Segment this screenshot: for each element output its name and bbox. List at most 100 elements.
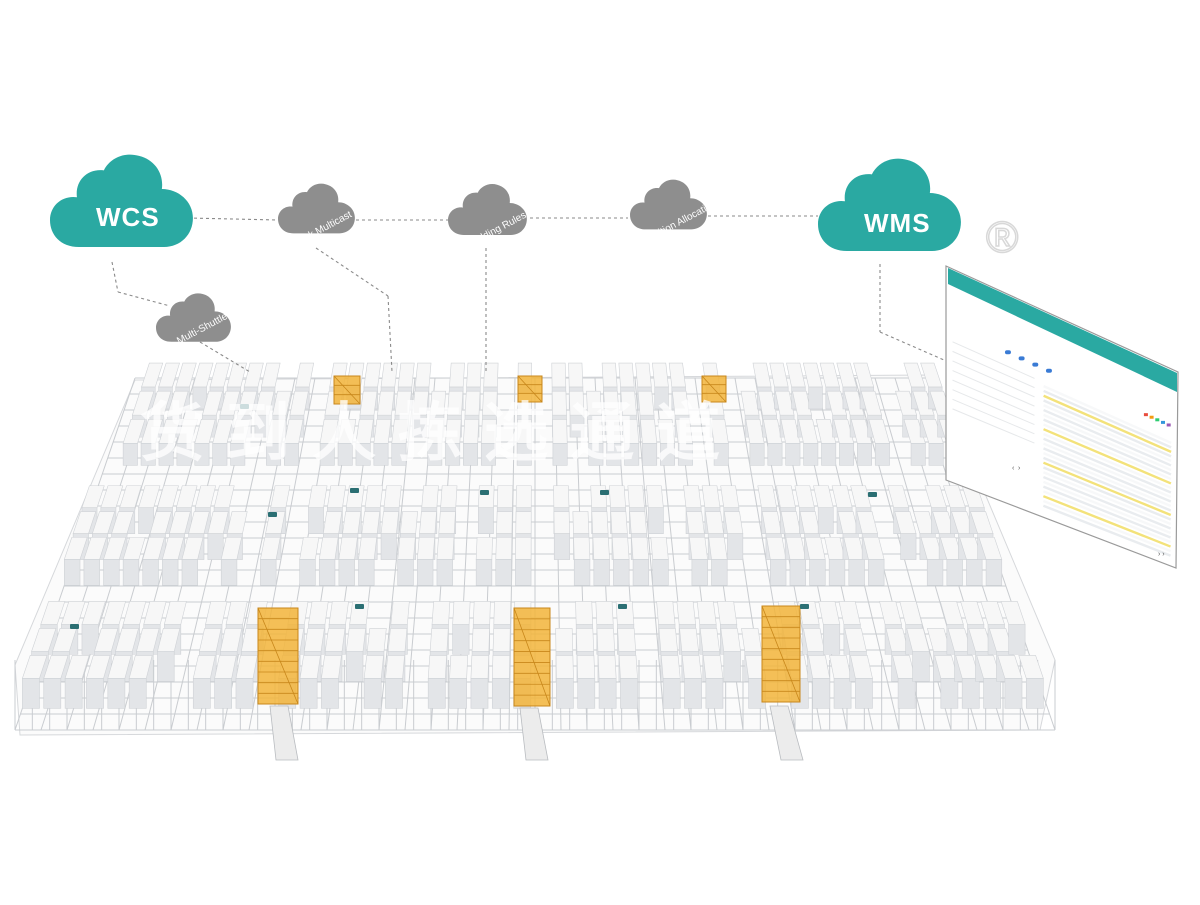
tote-front — [556, 678, 574, 709]
tote-top — [475, 537, 493, 560]
tote-top — [427, 655, 447, 679]
tote-top — [226, 362, 247, 388]
tote-top — [595, 601, 614, 625]
screen-table-row — [1043, 404, 1172, 463]
tote-top — [780, 419, 801, 444]
tote-top — [976, 655, 1002, 679]
tote-top — [551, 362, 567, 388]
tote-top — [627, 485, 645, 509]
tote-front — [833, 678, 852, 709]
tote-top — [686, 511, 705, 534]
tote-front — [598, 678, 617, 709]
tote-top — [906, 628, 930, 652]
tote-front — [839, 442, 855, 466]
tote-top — [515, 511, 532, 534]
tote-top — [491, 655, 511, 679]
tote-top — [808, 655, 831, 679]
link-wms-screen-b — [879, 331, 945, 361]
tote-front — [449, 678, 467, 709]
tote-front — [577, 678, 596, 709]
screen-form-row — [952, 408, 1035, 444]
tote-top — [675, 419, 693, 444]
tote-top — [429, 628, 449, 652]
tote-top — [122, 601, 147, 625]
shuttle-robot — [268, 512, 277, 517]
tote-top — [212, 419, 234, 444]
tote-front — [817, 507, 834, 535]
screen-table-row — [1043, 394, 1172, 453]
tote-front — [620, 678, 638, 709]
tote-top — [175, 485, 198, 509]
tote-top — [158, 419, 181, 444]
tote-top — [723, 511, 744, 534]
tote-top — [220, 537, 243, 560]
tote-top — [885, 628, 909, 652]
tote-top — [86, 655, 111, 679]
tote-top — [495, 537, 513, 560]
tote-top — [43, 655, 69, 679]
tote-top — [328, 601, 349, 625]
tote-top — [103, 537, 127, 560]
screen-table-row — [1043, 418, 1172, 476]
screen-status-chip — [1149, 415, 1154, 419]
tote-top — [363, 362, 382, 388]
tote-top — [31, 628, 57, 652]
tote-top — [440, 485, 458, 509]
tote-front — [122, 559, 140, 586]
tote-top — [553, 511, 570, 534]
tote-front — [299, 559, 316, 586]
shuttle-robot — [350, 488, 359, 493]
tote-front — [1025, 678, 1044, 709]
tote-top — [235, 655, 258, 679]
tote-front — [299, 678, 318, 709]
tote-top — [122, 419, 146, 444]
tote-front — [495, 559, 512, 586]
tote-front — [142, 559, 159, 586]
tote-top — [708, 537, 728, 560]
tote-top — [939, 601, 964, 625]
tote-top — [143, 601, 167, 625]
tote-front — [363, 678, 382, 709]
tote-top — [345, 628, 367, 652]
tote-top — [968, 628, 993, 652]
lift-brace — [257, 607, 299, 705]
sstc-watermark: SSTC 货到人拣选通道 — [140, 211, 720, 469]
screen-form-row — [952, 350, 1035, 389]
tote-top — [399, 511, 418, 534]
tote-front — [613, 559, 630, 586]
tote-top — [397, 537, 416, 560]
tote-top — [850, 419, 873, 444]
tote-top — [181, 537, 204, 560]
wms-cloud: WMS — [818, 158, 961, 251]
screen-table-row — [1043, 389, 1172, 449]
tote-top — [342, 511, 362, 534]
tote-top — [102, 601, 127, 625]
tote-top — [83, 537, 107, 560]
tote-top — [391, 419, 409, 444]
tote-top — [421, 485, 439, 509]
tote-front — [470, 678, 489, 709]
tote-top — [226, 511, 248, 534]
tote-top — [91, 511, 116, 534]
tote-top — [199, 628, 222, 652]
tote-front — [318, 559, 336, 586]
tote-top — [363, 655, 384, 679]
tote-top — [219, 628, 243, 652]
tote-top — [802, 362, 823, 388]
screen-table-row — [1042, 480, 1172, 535]
tote-top — [516, 419, 532, 444]
tote-front — [910, 442, 926, 466]
tote-top — [843, 537, 865, 560]
tote-top — [417, 537, 435, 560]
tote-top — [480, 419, 497, 444]
tote-front — [491, 678, 510, 709]
tote-top — [850, 655, 873, 679]
tote-top — [947, 628, 972, 652]
tote-front — [821, 442, 837, 466]
tote-top — [656, 601, 676, 625]
screen-form-row — [952, 341, 1035, 379]
tote-top — [295, 362, 315, 388]
tote-top — [860, 390, 883, 416]
tote-top — [887, 485, 910, 509]
tote-top — [449, 655, 469, 679]
